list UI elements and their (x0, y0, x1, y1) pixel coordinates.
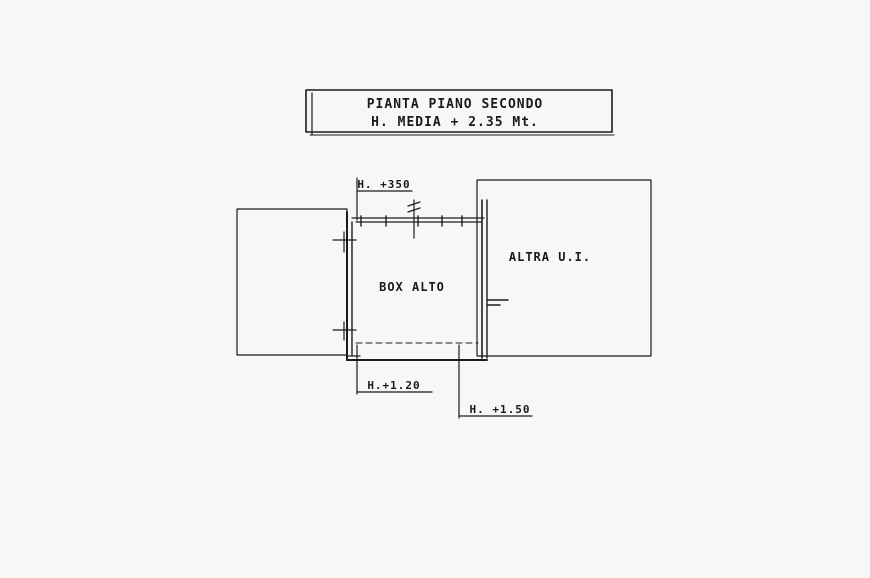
height-bottom-left-annotation: H.+1.20 (356, 344, 433, 395)
height-top-annotation: H. +350 (356, 177, 413, 221)
title-block: PIANTA PIANO SECONDO H. MEDIA + 2.35 Mt. (305, 89, 615, 136)
height-top-label: H. +350 (357, 178, 410, 191)
title-frame (305, 89, 613, 133)
neighbor-unit-outline (476, 179, 652, 357)
height-bottom-right-label: H. +1.50 (470, 403, 531, 416)
dimension-marker-tick-1 (407, 201, 421, 207)
room-label: BOX ALTO (379, 280, 445, 294)
left-wall-ticks (332, 231, 357, 341)
room-walls (346, 199, 509, 361)
height-bottom-left-label: H.+1.20 (367, 379, 420, 392)
title-line-1: PIANTA PIANO SECONDO (367, 97, 544, 112)
dimension-marker-tick-2 (407, 207, 421, 213)
left-adjacent-space (236, 208, 348, 356)
neighbor-unit-label: ALTRA U.I. (509, 250, 591, 264)
height-bottom-right-annotation: H. +1.50 (458, 344, 533, 419)
title-line-2: H. MEDIA + 2.35 Mt. (371, 115, 539, 130)
top-window (360, 199, 463, 239)
